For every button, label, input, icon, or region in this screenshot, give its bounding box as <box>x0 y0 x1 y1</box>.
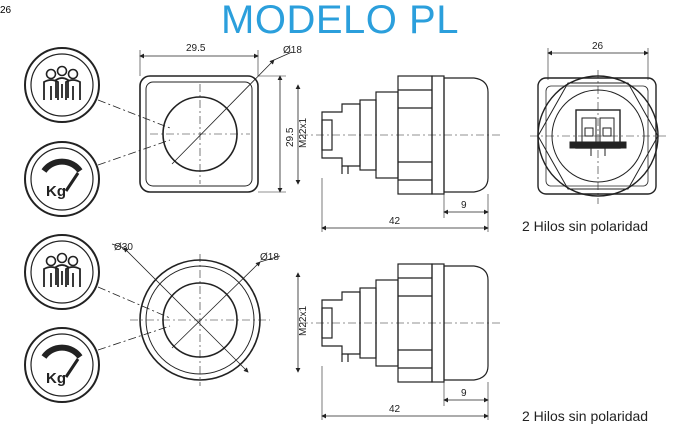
dim-lens-diameter-round: Ø18 <box>260 252 279 263</box>
dim-bezel-depth-bottom: 9 <box>461 388 467 399</box>
dim-thread-top: M22x1 <box>298 118 309 148</box>
caption-bottom: 2 Hilos sin polaridad <box>522 408 649 424</box>
dim-rear-width-top: 26 <box>592 41 604 52</box>
side-view-bottom <box>300 263 500 383</box>
dim-lens-diameter: Ø18 <box>283 45 302 56</box>
dim-square-width: 29.5 <box>186 43 206 54</box>
dim-square-height: 29.5 <box>285 127 296 147</box>
dim-round-diameter: Ø30 <box>114 242 133 253</box>
kg-scale-icon: Kg <box>24 327 100 403</box>
dim-thread-bottom: M22x1 <box>298 306 309 336</box>
square-front-view <box>139 51 293 193</box>
dim-rear-width-bottom: 26 <box>0 5 12 16</box>
rear-view-square <box>530 70 666 204</box>
dim-body-length-bottom: 42 <box>389 404 401 415</box>
people-icon <box>24 47 100 123</box>
leader-lines <box>97 99 171 351</box>
kg-label: Kg <box>46 370 66 387</box>
side-view-top <box>300 75 500 195</box>
round-front-view <box>111 243 281 386</box>
dim-body-length-top: 42 <box>389 216 401 227</box>
page-title: MODELO PL <box>221 0 459 42</box>
kg-label: Kg <box>46 183 66 200</box>
people-icon <box>24 234 100 310</box>
dim-bezel-depth-top: 9 <box>461 200 467 211</box>
kg-scale-icon: Kg <box>24 141 100 217</box>
caption-top: 2 Hilos sin polaridad <box>522 218 649 234</box>
